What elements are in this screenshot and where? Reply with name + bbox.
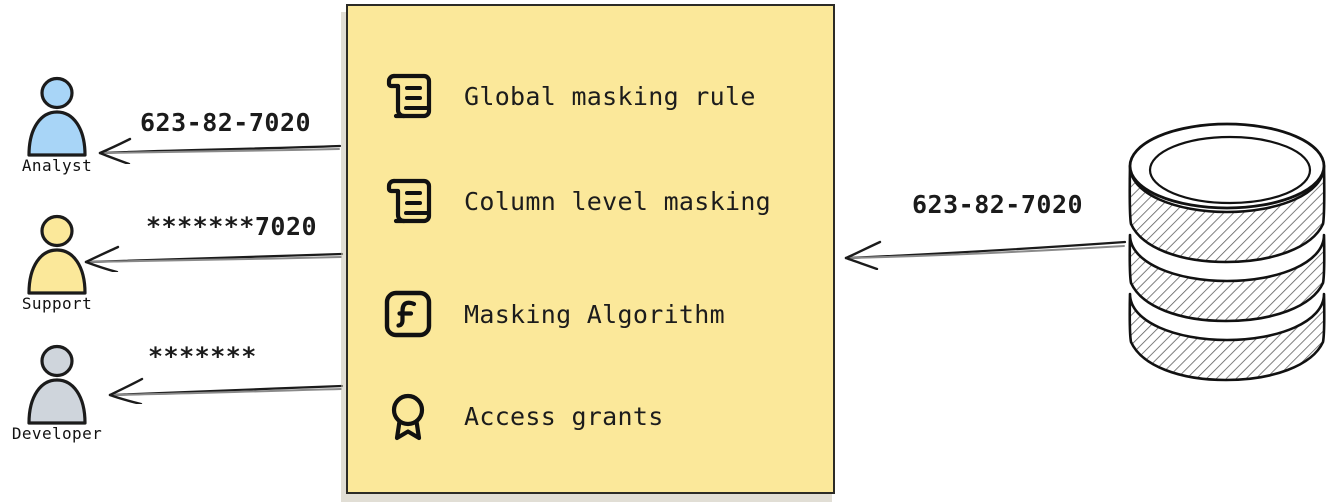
arrow-from-database: 623-82-7020 — [840, 190, 1130, 270]
policy-item-label: Global masking rule — [464, 81, 756, 111]
arrow-label-analyst: 623-82-7020 — [140, 108, 312, 137]
actor-analyst[interactable]: Analyst — [2, 76, 112, 175]
policy-item-masking-algorithm[interactable]: Masking Algorithm — [382, 284, 725, 344]
policy-item-label: Masking Algorithm — [464, 299, 725, 329]
arrow-label-support: *******7020 — [146, 212, 318, 241]
database-cylinder-icon — [1128, 122, 1326, 382]
arrow-left-icon — [844, 240, 1127, 270]
user-icon — [27, 214, 87, 295]
arrow-label-database: 623-82-7020 — [912, 190, 1084, 219]
arrow-left-icon — [98, 137, 342, 164]
arrow-to-support: *******7020 — [80, 212, 346, 272]
scroll-document-icon — [386, 73, 432, 119]
policy-item-access-grants[interactable]: Access grants — [382, 386, 664, 446]
actor-label: Support — [21, 294, 93, 313]
policy-item-global-masking-rule[interactable]: Global masking rule — [382, 66, 756, 126]
arrow-label-developer: ******* — [148, 342, 257, 371]
policy-item-column-level-masking[interactable]: Column level masking — [382, 171, 771, 231]
arrow-left-icon — [84, 245, 344, 272]
panel-body: Global masking rule Column level masking — [346, 4, 835, 494]
user-icon — [27, 76, 87, 157]
arrow-left-icon — [108, 377, 344, 404]
scroll-document-icon — [386, 178, 432, 224]
function-square-icon — [384, 290, 432, 338]
database-node[interactable] — [1120, 118, 1335, 386]
policy-item-label: Column level masking — [464, 186, 772, 216]
arrow-to-developer: ******* — [104, 342, 346, 404]
actor-label: Analyst — [21, 156, 93, 175]
user-icon — [27, 344, 87, 425]
actor-support[interactable]: Support — [2, 214, 112, 313]
arrow-to-analyst: 623-82-7020 — [96, 108, 344, 164]
award-ribbon-icon — [391, 393, 425, 441]
policy-panel: Global masking rule Column level masking — [341, 4, 835, 502]
actor-label: Developer — [11, 424, 103, 443]
policy-list: Global masking rule Column level masking — [348, 6, 833, 492]
policy-item-label: Access grants — [464, 401, 664, 431]
actor-developer[interactable]: Developer — [2, 344, 112, 443]
